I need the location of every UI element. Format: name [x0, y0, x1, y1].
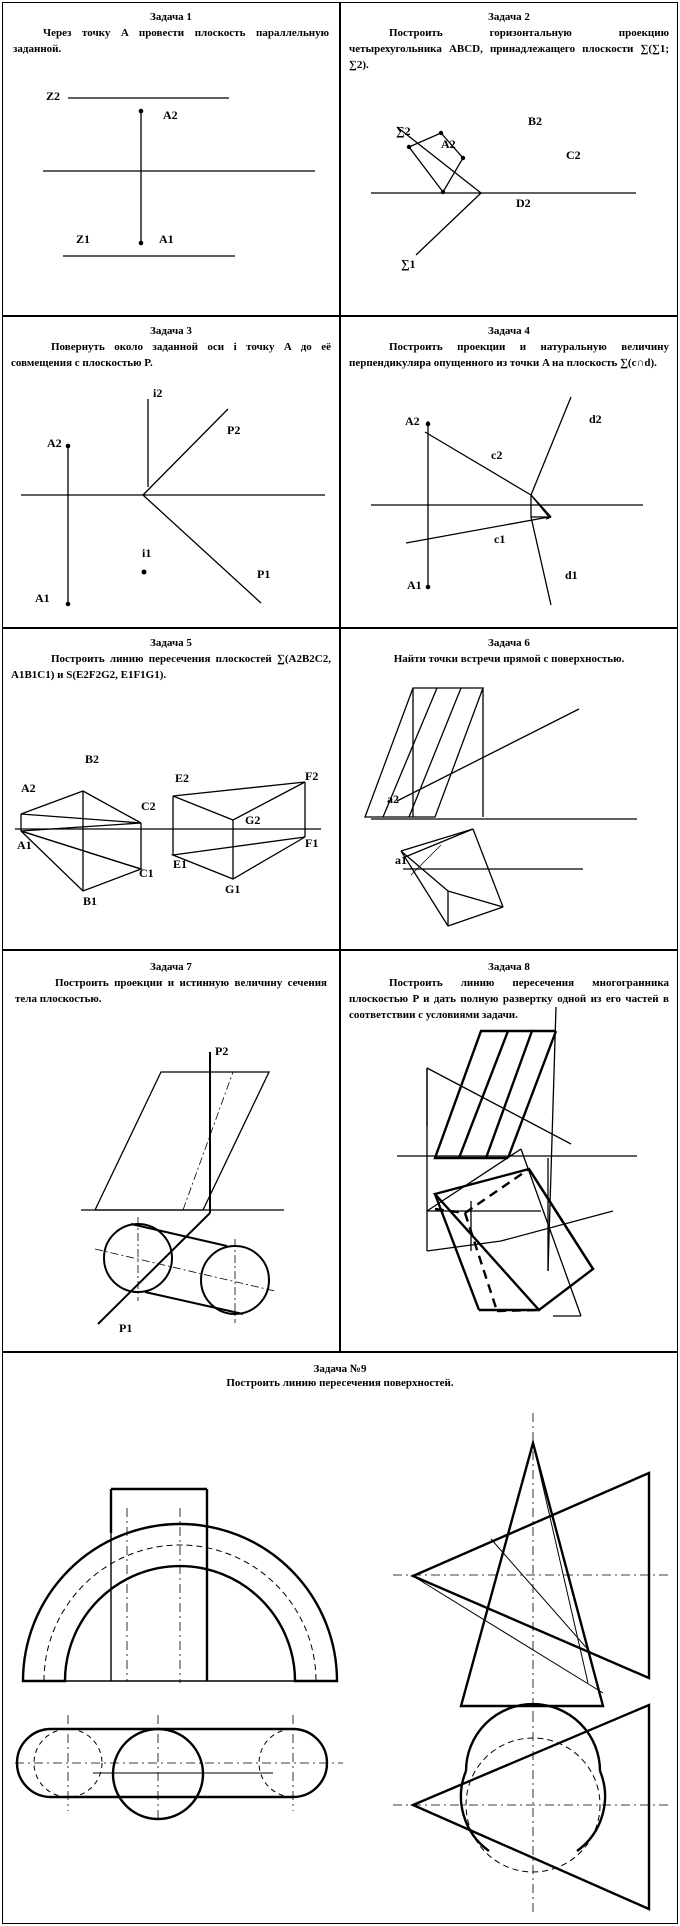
task-1-text: Через точку A провести плоскость паралле… [13, 27, 329, 55]
label-f1: F1 [305, 836, 318, 850]
task-2-panel: Задача 2 Построить горизонтальную проекц… [340, 2, 678, 316]
label-sigma2: ∑2 [396, 124, 411, 138]
task-8-text: Построить линию пересечения многогранник… [349, 977, 669, 1021]
label-b2: B2 [85, 752, 99, 766]
task-3-drawing: i2 A2 P2 i1 A1 P1 [21, 386, 325, 607]
task-8-panel: Задача 8 Построить линию пересечения мно… [340, 950, 678, 1352]
label-p2: P2 [215, 1044, 228, 1058]
task-5-title: Задача 5 [150, 637, 192, 649]
task-1-title: Задача 1 [150, 11, 192, 23]
label-p1: P1 [257, 567, 270, 581]
task-8-drawing [397, 1006, 637, 1317]
label-a1: a1 [395, 853, 407, 867]
label-a1: A1 [159, 232, 174, 246]
label-z1: Z1 [76, 232, 90, 246]
label-p2: P2 [227, 423, 240, 437]
label-sigma1: ∑1 [401, 257, 416, 271]
task-7-text: Построить проекции и истинную величину с… [15, 977, 327, 1005]
task-4-panel: Задача 4 Построить проекции и натуральну… [340, 316, 678, 628]
task-2-drawing: ∑2 A2 B2 C2 D2 ∑1 [371, 114, 636, 271]
label-f2: F2 [305, 769, 318, 783]
task-7-title: Задача 7 [150, 961, 192, 973]
task-2-text: Построить горизонтальную проекцию четыре… [349, 27, 669, 71]
label-a2: A2 [47, 436, 62, 450]
task-1-drawing: Z2 A2 Z1 A1 [43, 89, 315, 257]
task-6-drawing: a2 a1 [364, 687, 637, 927]
task-5-text: Построить линию пересечения плоскостей ∑… [11, 653, 331, 681]
label-g1: G1 [225, 882, 240, 896]
label-p1: P1 [119, 1321, 132, 1335]
task-5-drawing: B2 A2 C2 A1 C1 B1 E2 F2 G2 F1 E1 G1 [15, 752, 321, 908]
label-a2: A2 [441, 137, 456, 151]
task-7-drawing: P2 P1 [81, 1044, 284, 1335]
label-e2: E2 [175, 771, 189, 785]
task-1-panel: Задача 1 Через точку A провести плоскост… [2, 2, 340, 316]
task-3-text: Повернуть около заданной оси i точку A д… [11, 341, 331, 369]
label-d2: D2 [516, 196, 531, 210]
task-3-title: Задача 3 [150, 325, 192, 337]
task-9-text: Построить линию пересечения поверхностей… [226, 1377, 454, 1389]
label-c2: c2 [491, 448, 502, 462]
label-c1: C1 [139, 866, 154, 880]
task-6-text: Найти точки встречи прямой с поверхность… [393, 653, 625, 665]
task-9-title: Задача №9 [313, 1363, 367, 1375]
task-6-panel: Задача 6 Найти точки встречи прямой с по… [340, 628, 678, 950]
label-c1: c1 [494, 532, 505, 546]
task-7-panel: Задача 7 Построить проекции и истинную в… [2, 950, 340, 1352]
label-c2: C2 [566, 148, 581, 162]
label-d2: d2 [589, 412, 602, 426]
label-a1: A1 [35, 591, 50, 605]
label-a2: A2 [405, 414, 420, 428]
label-z2: Z2 [46, 89, 60, 103]
task-6-title: Задача 6 [488, 637, 530, 649]
label-a1: A1 [17, 838, 32, 852]
task-4-drawing: A2 d2 c2 c1 d1 A1 [371, 396, 643, 606]
task-2-title: Задача 2 [488, 11, 530, 23]
label-g2: G2 [245, 813, 260, 827]
label-d1: d1 [565, 568, 578, 582]
label-b1: B1 [83, 894, 97, 908]
task-9-drawing [15, 1413, 668, 1913]
label-e1: E1 [173, 857, 187, 871]
label-a2: A2 [163, 108, 178, 122]
task-4-text: Построить проекции и натуральную величин… [349, 341, 669, 369]
task-8-title: Задача 8 [488, 961, 530, 973]
task-3-panel: Задача 3 Повернуть около заданной оси i … [2, 316, 340, 628]
label-i1: i1 [142, 546, 151, 560]
task-9-panel: Задача №9 Построить линию пересечения по… [2, 1352, 678, 1924]
label-c2: C2 [141, 799, 156, 813]
label-b2: B2 [528, 114, 542, 128]
label-a2: A2 [21, 781, 36, 795]
task-4-title: Задача 4 [488, 325, 530, 337]
label-a1: A1 [407, 578, 422, 592]
label-i2: i2 [153, 386, 162, 400]
task-5-panel: Задача 5 Построить линию пересечения пло… [2, 628, 340, 950]
label-a2: a2 [387, 792, 399, 806]
